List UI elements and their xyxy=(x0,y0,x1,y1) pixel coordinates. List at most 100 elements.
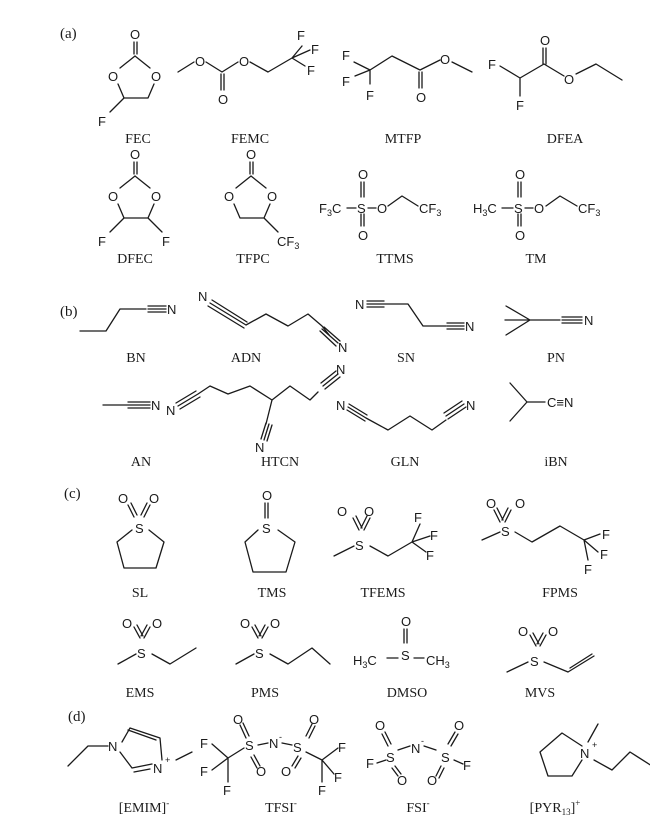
atom-o: O xyxy=(151,69,161,84)
atom-o: O xyxy=(534,201,544,216)
atom-n: N xyxy=(336,362,345,377)
atom-h: H xyxy=(473,201,482,216)
compound-name-tms: TMS xyxy=(258,586,287,601)
atom-cn: C≡N xyxy=(547,395,573,410)
atom-n: N xyxy=(465,319,474,334)
subscript: 3 xyxy=(436,208,441,218)
structure-adn: N N xyxy=(198,289,347,355)
atom-f: F xyxy=(414,510,422,525)
compound-name-dmso: DMSO xyxy=(387,686,427,701)
atom-o: O xyxy=(375,718,385,733)
atom-c: C xyxy=(332,201,341,216)
structure-femc: O O O F F F xyxy=(177,28,319,107)
atom-o: O xyxy=(239,54,249,69)
atom-f: F xyxy=(342,74,350,89)
atom-o: O xyxy=(152,616,162,631)
atom-n: N xyxy=(198,289,207,304)
charge-superscript: - xyxy=(166,798,169,808)
atom-o: O xyxy=(108,69,118,84)
svg-text:CF3: CF3 xyxy=(578,201,600,218)
atom-o: O xyxy=(401,614,411,629)
atom-o: O xyxy=(233,712,243,727)
atom-o: O xyxy=(397,773,407,788)
compound-name-gln: GLN xyxy=(391,455,420,470)
svg-text:CH3: CH3 xyxy=(426,653,450,670)
compound-name-pyr13-text: [PYR xyxy=(530,801,563,816)
atom-o: O xyxy=(108,189,118,204)
atom-n: N xyxy=(336,398,345,413)
atom-n: N xyxy=(338,340,347,355)
atom-f: F xyxy=(488,57,496,72)
bracket-close: ] xyxy=(571,801,576,816)
compound-name-mtfp: MTFP xyxy=(385,132,422,147)
atom-f: F xyxy=(602,527,610,542)
compound-name-an: AN xyxy=(131,455,151,470)
atom-o: O xyxy=(224,189,234,204)
atom-f: F xyxy=(430,528,438,543)
structure-fsi: F O S O N - S O O F xyxy=(366,718,471,788)
atom-f: F xyxy=(516,98,524,113)
atom-f: F xyxy=(311,42,319,57)
compound-name-mvs: MVS xyxy=(525,686,555,701)
atom-o: O xyxy=(267,189,277,204)
atom-s: S xyxy=(262,521,271,536)
atom-o: O xyxy=(358,167,368,182)
atom-o: O xyxy=(270,616,280,631)
compound-name-tfems: TFEMS xyxy=(360,586,405,601)
atom-s: S xyxy=(530,654,539,669)
atom-o: O xyxy=(151,189,161,204)
atom-h: H xyxy=(353,653,362,668)
atom-f: F xyxy=(338,740,346,755)
compound-name-emim: [EMIM]- xyxy=(119,798,169,816)
subscript: 3 xyxy=(595,208,600,218)
compound-name-fsi: FSI- xyxy=(406,798,429,816)
atom-n: N xyxy=(269,736,278,751)
structure-ems: O O S xyxy=(117,616,197,665)
atom-s: S xyxy=(135,521,144,536)
structure-dfea: F F O O xyxy=(488,33,623,113)
svg-text:H3C: H3C xyxy=(473,201,497,218)
structure-pyr13: N + xyxy=(539,723,650,777)
charge-superscript: - xyxy=(427,798,430,808)
atom-o: O xyxy=(427,773,437,788)
atom-s: S xyxy=(245,738,254,753)
atom-f: F xyxy=(426,548,434,563)
atom-f: F xyxy=(200,764,208,779)
atom-s: S xyxy=(137,646,146,661)
structure-bn: N xyxy=(79,302,176,332)
structure-gln: N N xyxy=(336,398,475,431)
structure-ibn: C≡N xyxy=(509,382,573,422)
atom-n: N xyxy=(167,302,176,317)
compound-name-htcn: HTCN xyxy=(261,455,299,470)
atom-n: N xyxy=(355,297,364,312)
compound-name-fec: FEC xyxy=(125,132,151,147)
atom-o: O xyxy=(130,27,140,42)
atom-o: O xyxy=(358,228,368,243)
structure-mtfp: F F F O O xyxy=(342,48,473,105)
subscript: 3 xyxy=(294,241,299,251)
atom-ch3: CH xyxy=(426,653,445,668)
atom-f: F xyxy=(366,88,374,103)
atom-n: N xyxy=(584,313,593,328)
subscript: 3 xyxy=(482,208,487,218)
atom-o: O xyxy=(195,54,205,69)
atom-s: S xyxy=(441,750,450,765)
atom-f: F xyxy=(297,28,305,43)
atom-s: S xyxy=(293,740,302,755)
compound-name-pn: PN xyxy=(547,351,565,366)
atom-o: O xyxy=(309,712,319,727)
atom-f: F xyxy=(584,562,592,577)
structure-ttms: F3C O S O O CF3 xyxy=(319,167,441,243)
atom-cf3: CF xyxy=(578,201,595,216)
atom-f: F xyxy=(162,234,170,249)
atom-o: O xyxy=(486,496,496,511)
atom-f: F xyxy=(98,234,106,249)
atom-o: O xyxy=(515,496,525,511)
compound-name-dfec: DFEC xyxy=(117,252,153,267)
compound-name-dfea: DFEA xyxy=(547,132,584,147)
atom-o: O xyxy=(454,718,464,733)
compound-name-sn: SN xyxy=(397,351,415,366)
atom-f: F xyxy=(200,736,208,751)
compound-name-sl: SL xyxy=(132,586,148,601)
atom-o: O xyxy=(130,147,140,162)
